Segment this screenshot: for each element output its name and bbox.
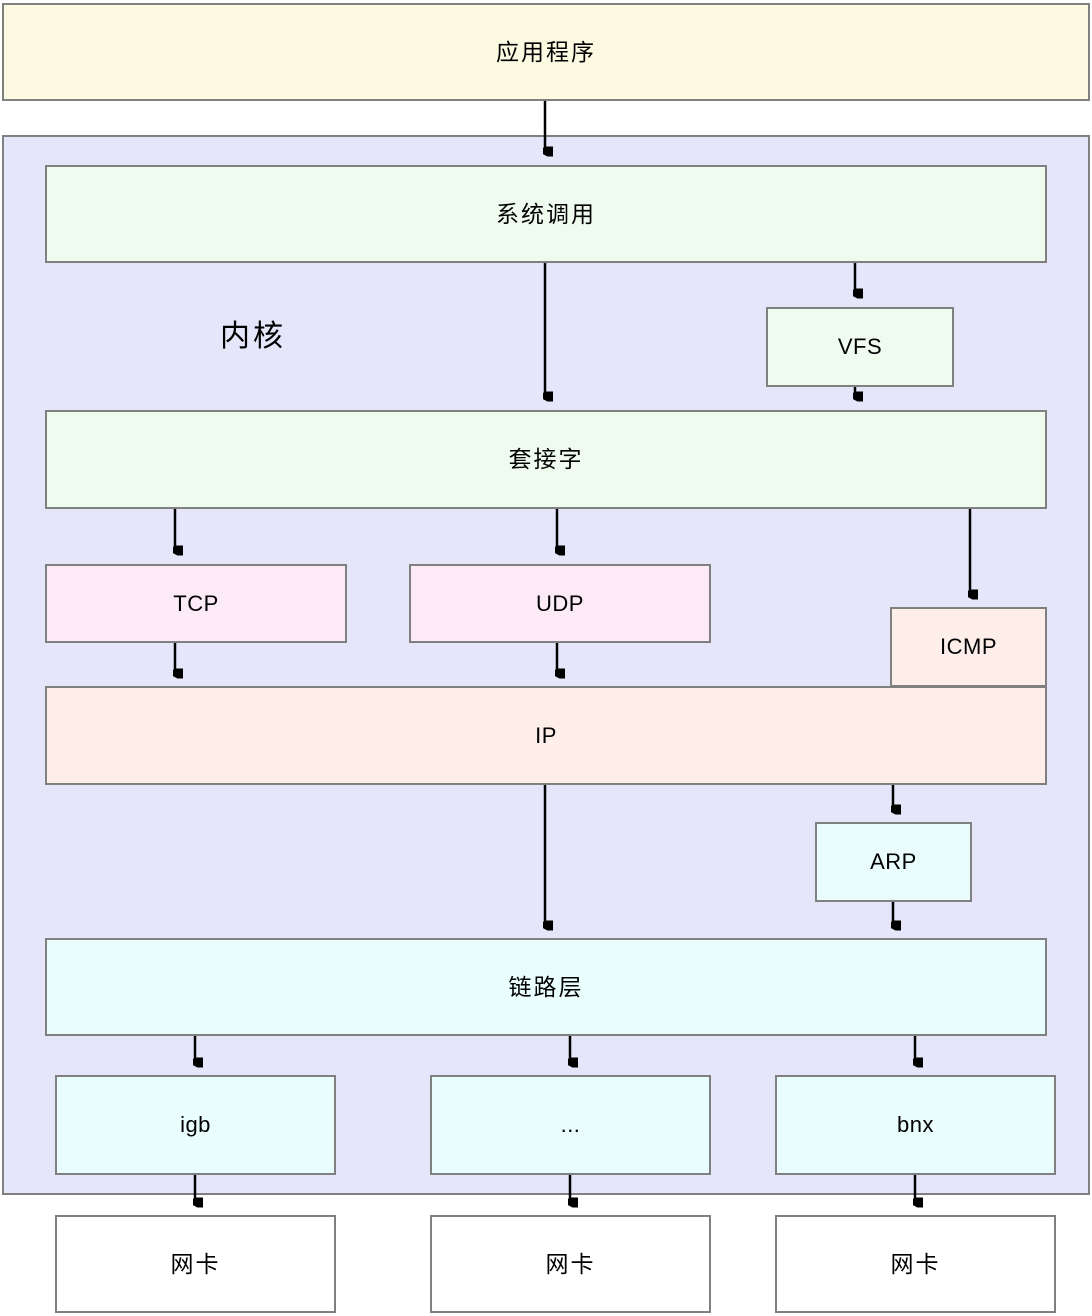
arp-box[interactable]: ARP: [815, 822, 972, 902]
driver-box-igb[interactable]: igb: [55, 1075, 336, 1175]
icmp-label: ICMP: [940, 634, 997, 659]
nic-label-2: 网卡: [545, 1250, 596, 1277]
driver-label-igb: igb: [180, 1112, 211, 1137]
icmp-box[interactable]: ICMP: [890, 607, 1047, 687]
tcp-box[interactable]: TCP: [45, 564, 347, 643]
udp-box[interactable]: UDP: [409, 564, 711, 643]
socket-box[interactable]: 套接字: [45, 410, 1047, 509]
application-box[interactable]: 应用程序: [2, 3, 1090, 101]
ip-box[interactable]: IP: [45, 686, 1047, 785]
driver-label-ellipsis: ...: [560, 1112, 581, 1137]
vfs-label: VFS: [837, 334, 883, 359]
nic-label-1: 网卡: [170, 1250, 221, 1277]
udp-label: UDP: [536, 590, 584, 616]
arp-label: ARP: [870, 849, 917, 874]
driver-label-bnx: bnx: [897, 1112, 934, 1137]
nic-box-3[interactable]: 网卡: [775, 1215, 1056, 1313]
syscall-box[interactable]: 系统调用: [45, 165, 1047, 263]
tcp-label: TCP: [173, 590, 219, 616]
driver-box-ellipsis[interactable]: ...: [430, 1075, 711, 1175]
syscall-label: 系统调用: [496, 200, 596, 227]
nic-label-3: 网卡: [890, 1250, 941, 1277]
nic-box-1[interactable]: 网卡: [55, 1215, 336, 1313]
application-label: 应用程序: [496, 38, 596, 65]
nic-box-2[interactable]: 网卡: [430, 1215, 711, 1313]
vfs-box[interactable]: VFS: [766, 307, 954, 387]
link-layer-box[interactable]: 链路层: [45, 938, 1047, 1036]
driver-box-bnx[interactable]: bnx: [775, 1075, 1056, 1175]
link-layer-label: 链路层: [508, 973, 584, 1000]
ip-label: IP: [535, 722, 557, 748]
kernel-label: 内核: [220, 320, 286, 353]
socket-label: 套接字: [508, 446, 584, 472]
